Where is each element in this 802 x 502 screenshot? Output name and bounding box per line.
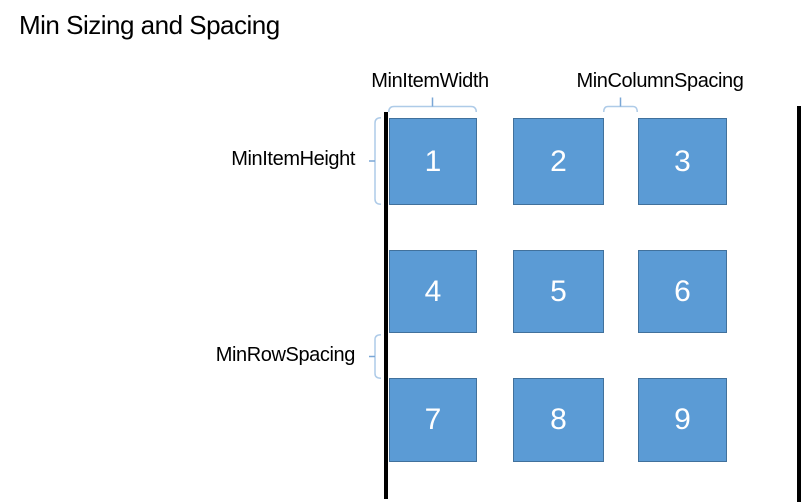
right-boundary-line [797, 106, 801, 502]
left-boundary-line [384, 112, 388, 499]
page-title: Min Sizing and Spacing [19, 10, 280, 40]
grid-item-7: 7 [389, 378, 477, 462]
grid-item-1: 1 [389, 118, 477, 205]
min-column-spacing-brace-icon [603, 97, 638, 113]
grid-item-5: 5 [513, 250, 604, 333]
min-item-width-brace-icon [388, 97, 477, 113]
grid-item-4: 4 [389, 250, 477, 333]
grid-item-2: 2 [513, 118, 604, 205]
grid-item-8: 8 [513, 378, 604, 462]
grid-item-9: 9 [638, 378, 727, 462]
grid-item-6: 6 [638, 250, 727, 333]
min-row-spacing-brace-icon [369, 334, 382, 379]
min-row-spacing-label: MinRowSpacing [215, 344, 356, 366]
min-item-height-brace-icon [369, 117, 382, 205]
min-item-height-label: MinItemHeight [231, 148, 355, 170]
grid-item-3: 3 [638, 118, 727, 205]
min-column-spacing-label: MinColumnSpacing [576, 70, 744, 92]
min-item-width-label: MinItemWidth [371, 70, 489, 92]
